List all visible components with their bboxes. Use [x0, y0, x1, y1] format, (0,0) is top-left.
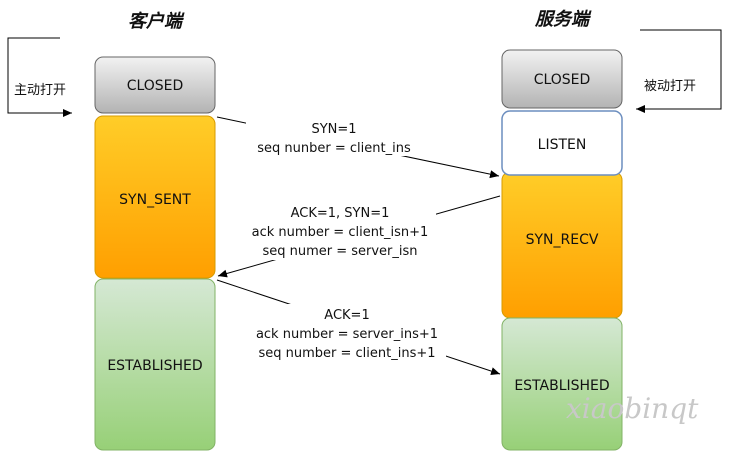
client-established-box — [94, 278, 216, 451]
syn-line1: SYN=1 — [311, 122, 356, 137]
server-title: 服务端 — [534, 9, 592, 30]
server-listen-label: LISTEN — [538, 137, 587, 153]
syn-ack-label-bg — [244, 202, 436, 260]
passive-open-loop-arrow — [636, 29, 722, 113]
client-closed-box — [94, 56, 216, 114]
client-syn-sent-label: SYN_SENT — [119, 192, 191, 208]
syn-ack-line2: ack number = client_isn+1 — [252, 225, 429, 240]
client-closed-label: CLOSED — [127, 78, 184, 94]
ack-label-bg — [248, 304, 446, 362]
syn-label-bg — [246, 118, 422, 156]
syn-ack-line1: ACK=1, SYN=1 — [291, 206, 390, 221]
client-established-label: ESTABLISHED — [107, 358, 202, 374]
client-title: 客户端 — [128, 11, 185, 32]
ack-line2: ack number = server_ins+1 — [256, 327, 438, 342]
active-open-loop-arrow — [7, 37, 72, 117]
client-syn-sent-box — [94, 115, 216, 279]
server-established-box — [501, 317, 623, 451]
watermark: xiaobinqt — [566, 392, 699, 425]
server-closed-box — [501, 49, 623, 109]
syn-ack-line3: seq numer = server_isn — [262, 244, 417, 259]
server-listen-box — [501, 110, 623, 176]
ack-line3: seq number = client_ins+1 — [258, 346, 435, 361]
ack-line1: ACK=1 — [324, 308, 369, 323]
passive-open-label: 被动打开 — [644, 79, 696, 94]
active-open-label: 主动打开 — [14, 83, 66, 98]
server-syn-recv-label: SYN_RECV — [526, 232, 599, 248]
server-established-label: ESTABLISHED — [514, 378, 609, 394]
syn-line2: seq nunber = client_ins — [257, 141, 411, 156]
server-closed-label: CLOSED — [534, 72, 591, 88]
